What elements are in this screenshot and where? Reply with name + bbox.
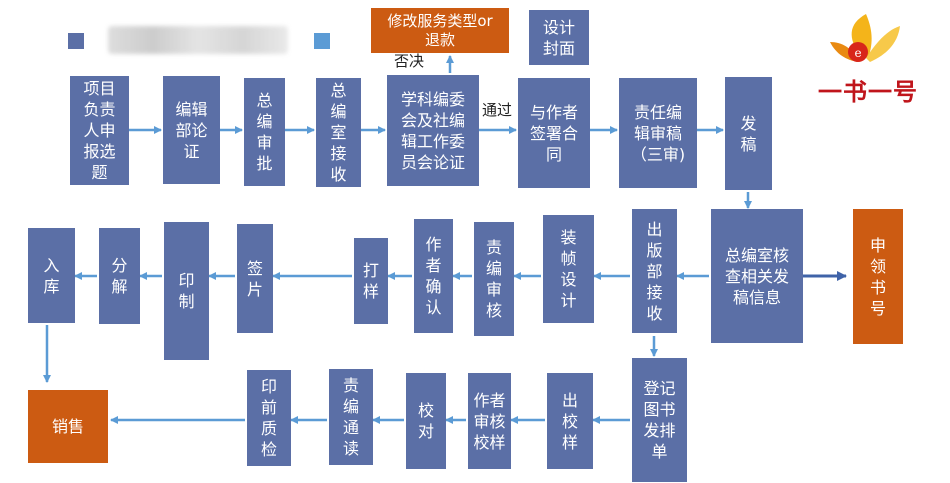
- book-logo: e 一书一号: [808, 8, 928, 108]
- label-pass: 通过: [482, 101, 513, 119]
- box-send-draft: 发 稿: [725, 77, 772, 190]
- box-verify-info: 总编室核 查相关发 稿信息: [711, 209, 803, 343]
- box-register: 登记 图书 发排 单: [632, 358, 687, 482]
- box-sales: 销售: [28, 390, 108, 463]
- box-apply-number: 申 领 书 号: [853, 209, 903, 344]
- box-proofread-sample: 出 校 样: [547, 373, 593, 469]
- box-editor-read: 责 编 通 读: [329, 369, 373, 465]
- label-reject: 否决: [394, 52, 425, 70]
- box-author-review: 作者 审核 校样: [468, 373, 511, 469]
- box-sign-off: 签 片: [237, 224, 273, 333]
- box-apply-topic: 项目 负责 人申 报选 题: [70, 76, 129, 185]
- box-review: 责任编 辑审稿 （三审): [619, 78, 697, 188]
- box-publish-receive: 出 版 部 接 收: [632, 209, 677, 333]
- logo-text: 一书一号: [818, 77, 918, 106]
- legend-square-light: [314, 33, 330, 49]
- box-author-confirm: 作 者 确 认: [414, 219, 453, 333]
- legend-square-dark: [68, 33, 84, 49]
- box-modify-refund: 修改服务类型or 退款: [371, 8, 509, 53]
- box-prepress-qc: 印 前 质 检: [247, 370, 291, 466]
- box-chief-approve: 总 编 审 批: [244, 78, 285, 186]
- box-sign-contract: 与作者 签署合 同: [518, 78, 590, 188]
- box-cover-design: 设计 封面: [529, 10, 589, 65]
- box-chief-office-receive: 总 编 室 接 收: [316, 78, 361, 187]
- book-logo-icon: e: [830, 14, 900, 62]
- box-editor-check: 责 编 审 核: [474, 222, 514, 336]
- box-proofread: 校 对: [406, 373, 446, 469]
- box-split: 分 解: [99, 228, 140, 324]
- box-committee: 学科编委 会及社编 辑工作委 员会论证: [387, 75, 479, 186]
- blurred-legend-text: [108, 26, 288, 54]
- svg-text:e: e: [854, 46, 861, 60]
- box-warehouse: 入 库: [28, 228, 75, 323]
- box-edit-dept: 编辑 部论 证: [163, 76, 220, 184]
- box-proof-print: 打 样: [354, 238, 388, 324]
- box-printing: 印 制: [164, 222, 209, 360]
- box-binding: 装 帧 设 计: [543, 215, 594, 323]
